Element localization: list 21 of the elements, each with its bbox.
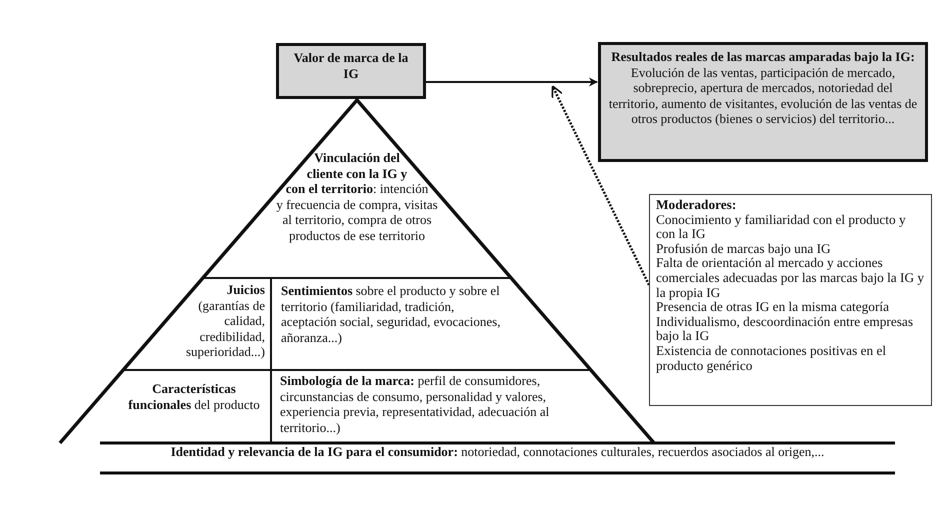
dotted-arrow — [552, 85, 650, 286]
box-heading: Moderadores: — [656, 198, 738, 213]
pyramid-level-text: Características funcionales del producto — [128, 381, 260, 412]
box-text: Presencia de otras IG en la misma categoría — [656, 300, 890, 315]
box-text: Falta de orientación al mercado y acciones comerciales adecuadas por las marcas bajo la IG y la propia IG — [656, 256, 925, 300]
box-text: Individualismo, descoordinación entre empresas bajo la IG — [656, 314, 914, 344]
box-text: Conocimiento y familiaridad con el producto y con la IG — [656, 212, 907, 242]
pyramid-level-text: Juicios (garantías de calidad, credibilidad, superioridad...) — [186, 282, 265, 359]
box-text: Profusión de marcas bajo una IG — [656, 242, 832, 256]
moderators-box — [649, 194, 932, 406]
box-heading: Resultados reales de las marcas amparadas bajo la IG: — [610, 49, 916, 64]
box-text: Existencia de connotaciones positivas en el producto genérico — [656, 344, 888, 374]
pyramid-level-text: Vinculación del cliente con la IG y con el territorio: intención y frecuencia de compra, visitas al territorio, compra de otros productos de ese territorio — [276, 150, 438, 242]
pyramid-level-text: Simbología de la marca: perfil de consumidores, circunstancias de consumo, personalidad y valores, experiencia previa, representatividad, adecuación al territorio...) — [280, 373, 550, 434]
box-text: Valor de marca de la IG — [292, 50, 410, 81]
result-box — [598, 42, 928, 162]
arrow — [426, 78, 598, 86]
pyramid-level-text: Sentimientos sobre el producto y sobre el territorio (familiaridad, tradición, aceptación social, seguridad, evocaciones, añoranza...) — [281, 283, 500, 344]
box-text: Evolución de las ventas, participación de mercado, sobreprecio, apertura de mercados, notoriedad del territorio, aumento de visitantes, evolución de las ventas de otros productos (bienes o servicios) del territorio... — [608, 64, 918, 126]
pyramid-level-text: Identidad y relevancia de la IG para el consumidor: notoriedad, connotaciones culturales, recuerdos asociados al origen,... — [170, 444, 824, 459]
result-box — [276, 43, 426, 99]
